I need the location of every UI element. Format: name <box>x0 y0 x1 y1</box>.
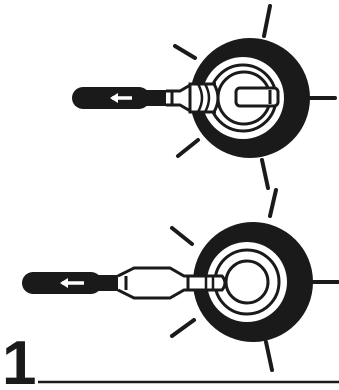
burst-lines <box>173 4 337 190</box>
key-tool-icon <box>72 82 220 114</box>
lock-cylinder-icon <box>193 222 313 342</box>
lock-cylinder-icon <box>190 38 310 158</box>
step-number: 1 <box>2 329 36 390</box>
top-panel <box>72 4 337 190</box>
arrow-left-icon <box>60 278 84 288</box>
bottom-panel <box>22 188 339 372</box>
arrow-left-icon <box>110 93 132 103</box>
burst-lines <box>170 188 339 372</box>
